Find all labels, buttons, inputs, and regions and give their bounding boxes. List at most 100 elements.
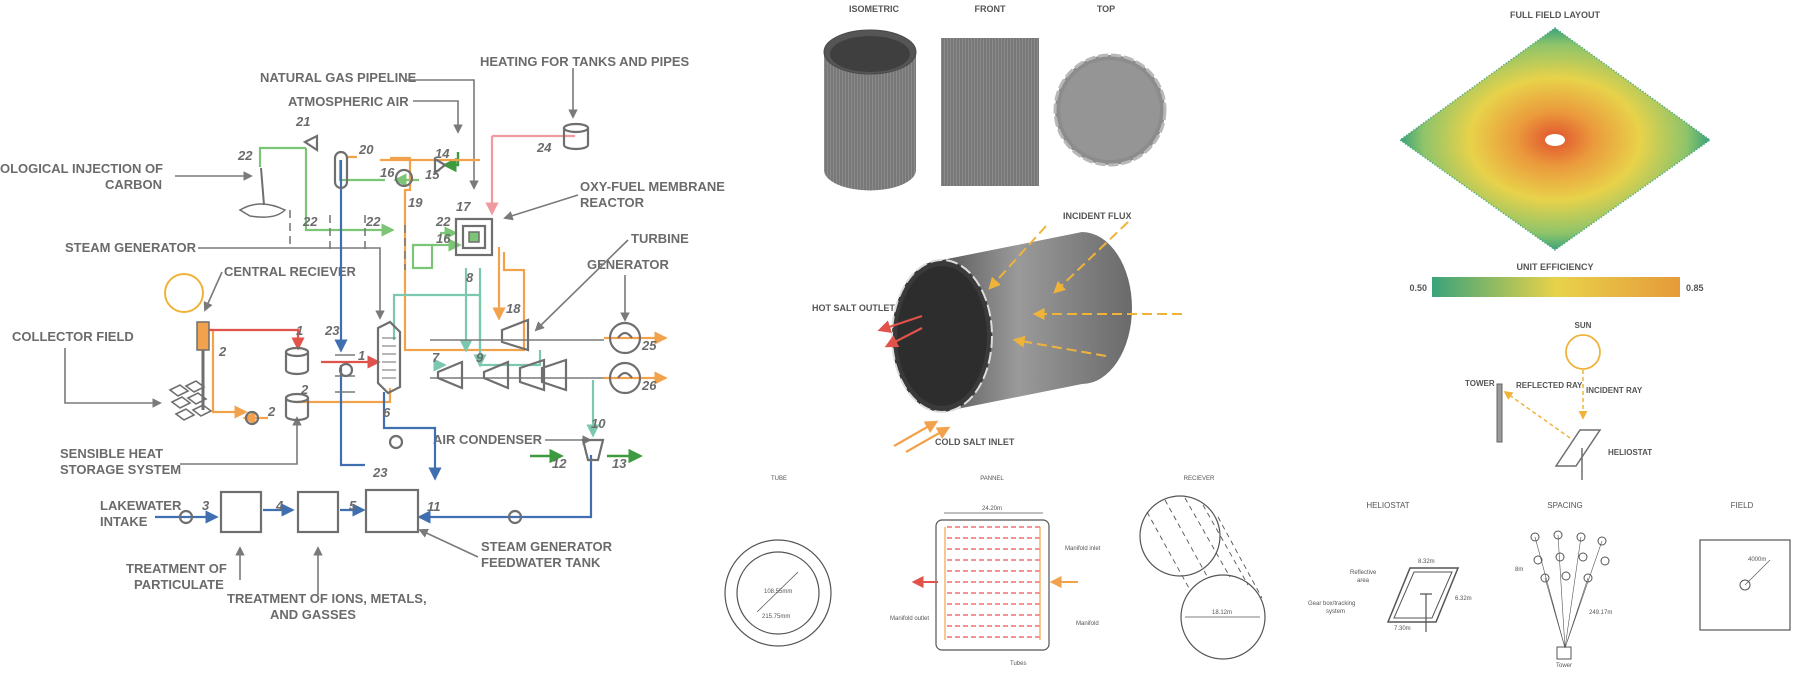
label-manifold-inlet: Manifold inlet [1065,546,1101,552]
label-air-condenser: AIR CONDENSER [433,432,543,447]
flow-orange-2 [207,328,248,419]
label-reflected-ray: REFLECTED RAY [1516,381,1583,390]
stream-label-1a: 1 [296,323,303,338]
pannel-frame [935,519,1050,651]
stream-label-2a: 2 [218,344,227,359]
label-reflective-1: Reflective [1350,570,1377,576]
label-tubes: Tubes [1010,661,1026,667]
label-lakewater-2: INTAKE [100,514,148,529]
label-treat-ions-1: TREATMENT OF IONS, METALS, [227,591,427,606]
heliostat-height-dim: 6.32m [1455,596,1472,602]
label-oxy-fuel-2: REACTOR [580,195,645,210]
label-treat-particulate-2: PARTICULATE [134,577,224,592]
efficiency-color-scale [1432,277,1680,297]
title-full-field: FULL FIELD LAYOUT [1510,10,1601,20]
stream-label-5: 5 [349,498,357,513]
spacing-8m: 8m [1515,567,1523,573]
scale-min: 0.50 [1409,283,1427,293]
pointer-natural-gas [405,79,479,190]
label-heating: HEATING FOR TANKS AND PIPES [480,54,690,69]
label-manifold-outlet: Manifold outlet [890,616,929,622]
stream-label-8: 8 [466,270,474,285]
flow-dkgreen-14 [442,152,460,173]
title-tube: TUBE [771,476,787,482]
tube-dim-line [756,571,799,613]
label-geological-2: CARBON [105,177,162,192]
stream-label-24: 24 [536,140,552,155]
field-radius-label: 4000m [1748,557,1766,563]
title-isometric: ISOMETRIC [849,4,900,14]
label-tower: TOWER [1465,379,1495,388]
sun-icon [164,273,204,313]
pannel-flow-rows [944,526,1041,640]
tube-outer-circle [724,539,832,647]
label-gearbox-2: system [1326,609,1345,615]
flow-green-oxy-in [411,238,462,270]
stream-label-22c: 22 [365,214,381,229]
label-cold-salt-inlet: COLD SALT INLET [935,437,1015,447]
label-incident-flux: INCIDENT FLUX [1063,211,1132,221]
stream-label-9: 9 [476,350,484,365]
pump-icon-2 [244,410,260,426]
pump-icon-5 [388,434,404,450]
stream-label-10: 10 [591,416,606,431]
flow-green-top [258,146,306,167]
flow-red-1 [198,328,305,351]
stream-label-2b: 2 [300,382,309,397]
pointer-oxy [503,194,579,221]
stream-label-13: 13 [612,456,627,471]
pointer-sensible [180,416,302,465]
flow-blue-23-bottom [339,365,365,467]
stream-label-2c: 2 [267,404,276,419]
title-reciever: RECIEVER [1184,476,1215,482]
reciever-dimension: 18.12m [1212,610,1232,616]
label-natural-gas: NATURAL GAS PIPELINE [260,70,417,85]
label-steam-generator: STEAM GENERATOR [65,240,197,255]
title-front: FRONT [975,4,1006,14]
air-condenser-icon [581,438,605,462]
reflected-ray-line [1503,390,1571,439]
label-geological-1: GEOLOGICAL INJECTION OF [0,161,163,176]
field-layout: FULL FIELD LAYOUT UNIT EFFICIENCY 0.50 0… [1398,10,1712,480]
hot-tank-icon [284,346,310,376]
dashed-separators [289,210,406,270]
label-sensible-2: STORAGE SYSTEM [60,462,181,477]
title-field: FIELD [1731,501,1754,510]
compressor-15-icon [433,157,447,176]
receiver-views: ISOMETRIC FRONT TOP INCIDENT FLUX HOT SA… [812,4,1182,453]
stream-label-19: 19 [408,195,423,210]
stream-label-22b: 22 [302,214,318,229]
isometric-receiver-view [823,29,917,191]
pointer-feedwater [418,528,479,558]
pointer-central [203,271,223,312]
label-manifold: Manifold [1076,621,1099,627]
label-collector-field: COLLECTOR FIELD [12,329,134,344]
pointer-collector [64,348,162,408]
label-atmospheric-air: ATMOSPHERIC AIR [288,94,409,109]
stream-label-23a: 23 [324,323,340,338]
field-boundary [1699,539,1791,631]
spacing-tower-label: Tower [1556,663,1572,669]
stream-label-4: 4 [275,498,284,513]
pannel-width-label: 24.20m [982,506,1002,512]
process-flow-diagram: HEATING FOR TANKS AND PIPES NATURAL GAS … [0,54,725,622]
pointer-turbine [534,239,629,332]
stream-label-16a: 16 [380,165,395,180]
tower-icon [1496,383,1503,443]
feedwater-tank-box [364,488,420,534]
tube-inner-dim: 108.55mm [764,589,792,595]
label-sun: SUN [1575,321,1592,330]
detail-drawings: TUBE 108.55mm 215.75mm PANNEL 24.20m Man… [724,476,1791,669]
stream-label-11: 11 [427,499,441,514]
sun-icon-field [1565,334,1601,370]
pointer-steam-gen [198,247,385,320]
stream-label-23b: 23 [372,465,388,480]
label-gearbox-1: Gear box/tracking [1308,601,1355,607]
flow-blue-6 [382,392,442,481]
label-treat-particulate-1: TREATMENT OF [126,561,227,576]
spacing-distance: 249.17m [1589,610,1612,616]
cold-salt-arrows [893,420,951,453]
front-receiver-view [941,38,1039,186]
